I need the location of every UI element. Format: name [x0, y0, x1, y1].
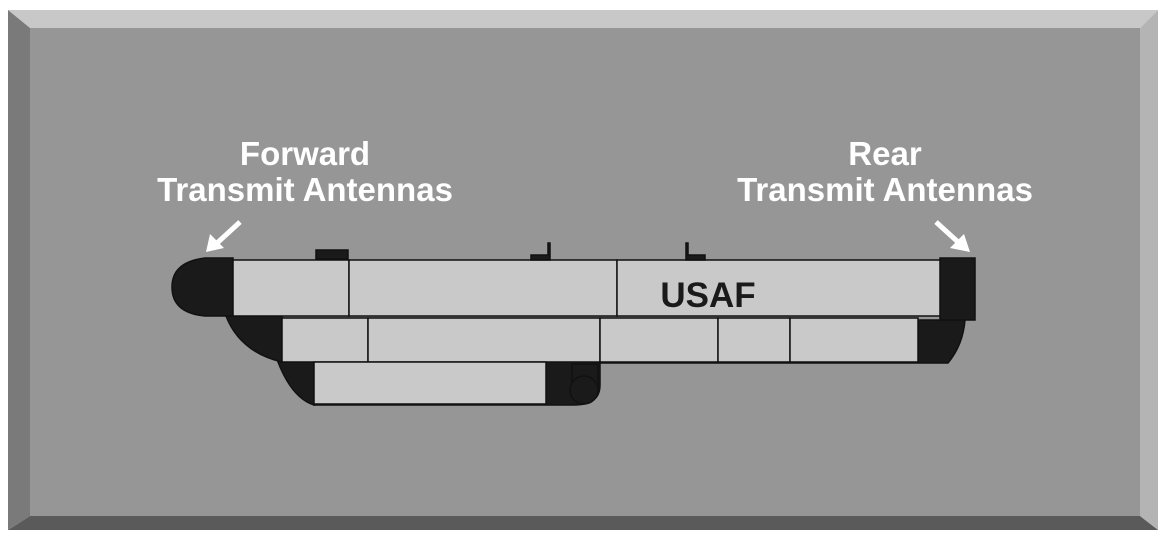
mid-panel-1 — [281, 317, 369, 363]
top-panel-1 — [232, 259, 350, 317]
top-panel-3 — [616, 259, 941, 317]
mid-panel-5 — [789, 317, 919, 363]
frame-bevel-top — [8, 10, 1158, 28]
frame-bevel-right — [1140, 10, 1158, 530]
forward-antennas-label: Forward Transmit Antennas — [120, 136, 490, 208]
rear-antennas-label: Rear Transmit Antennas — [700, 136, 1070, 208]
top-panel-2 — [348, 259, 618, 317]
mid-panel-3 — [599, 317, 719, 363]
frame-bevel-bottom — [8, 516, 1158, 530]
rear-label-line1: Rear — [848, 135, 922, 172]
mid-panel-4 — [717, 317, 791, 363]
rear-label-line2: Transmit Antennas — [737, 171, 1033, 208]
top-antenna-blade-2 — [685, 242, 706, 261]
top-fairing-bump — [315, 249, 349, 260]
pod-keel-shadow — [276, 361, 315, 407]
forward-label-line2: Transmit Antennas — [157, 171, 453, 208]
rear-arrow — [934, 220, 970, 252]
rear-tail-cap — [939, 257, 976, 321]
forward-nose-radome — [171, 257, 234, 317]
forward-label-line1: Forward — [239, 135, 371, 172]
forward-arrow — [206, 220, 242, 252]
bottom-rear-dome — [569, 375, 599, 405]
usaf-marking: USAF — [660, 276, 755, 315]
bottom-panel — [313, 361, 547, 405]
frame-bevel-left — [8, 10, 30, 530]
top-antenna-blade-1 — [530, 242, 551, 261]
mid-panel-2 — [367, 317, 601, 363]
pod-graphic — [171, 242, 976, 407]
